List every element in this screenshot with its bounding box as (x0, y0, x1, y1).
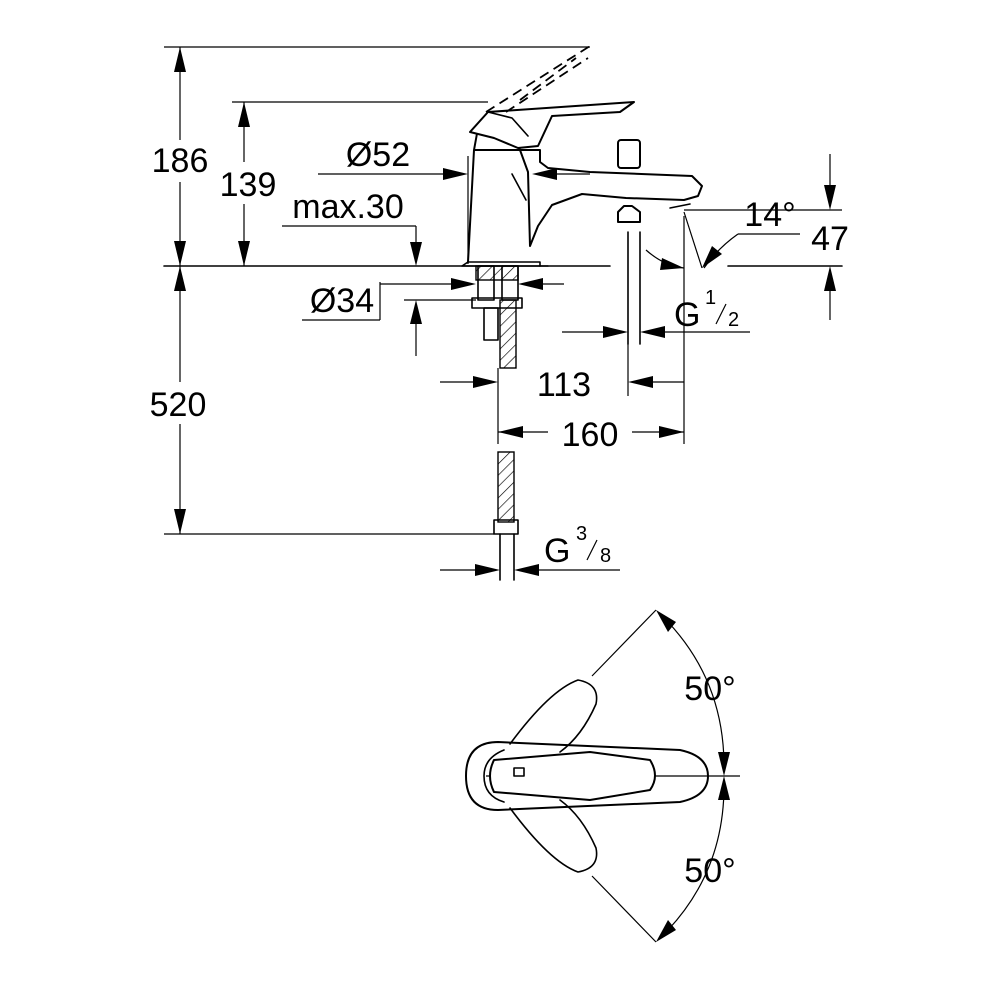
label-g38-main: G (544, 532, 570, 570)
label-g38-den: 8 (600, 545, 611, 567)
label-g12-num: 1 (705, 287, 716, 309)
swing-ray-upper (591, 609, 657, 677)
label-113: 113 (537, 366, 591, 404)
side-view: 186 139 Ø52 max.30 Ø34 (150, 45, 849, 581)
body-base (467, 261, 541, 267)
top-handle (489, 751, 656, 801)
label-139: 139 (220, 166, 277, 204)
supply-pipe-left (483, 307, 499, 341)
shank-left (477, 265, 495, 301)
top-handle-mark (513, 767, 525, 777)
label-47: 47 (811, 220, 849, 258)
label-g38-num: 3 (576, 523, 587, 545)
diverter-knob (617, 139, 641, 169)
arrow-d52-left (443, 168, 468, 180)
label-g12-main: G (674, 296, 700, 334)
swing-ray-lower (591, 875, 657, 943)
label-186: 186 (152, 142, 209, 180)
angle-ray-14 (683, 211, 703, 269)
arrow-47-bottom (824, 266, 836, 291)
arrow-g12-right (640, 326, 665, 338)
arrow-113-right (628, 376, 653, 388)
arrow-186-bottom (174, 241, 186, 266)
arrow-max30-top (410, 242, 422, 266)
label-160: 160 (562, 416, 619, 454)
top-handle-swung-upper (509, 679, 598, 753)
lever-contour (487, 111, 529, 137)
arrow-14-right (702, 246, 722, 268)
arrow-swing-upper-b (718, 752, 730, 776)
label-max30: max.30 (292, 188, 404, 226)
label-g38-slash (586, 539, 598, 561)
arrow-14-left (660, 258, 684, 270)
label-520: 520 (150, 386, 207, 424)
arrow-d52-right (532, 168, 557, 180)
top-body-inner (483, 749, 505, 803)
arrow-g38-left (475, 564, 500, 576)
label-d34: Ø34 (310, 282, 374, 320)
arrow-47-top (824, 185, 836, 210)
arrow-139-bottom (238, 241, 250, 266)
arrow-g12-left (603, 326, 628, 338)
arrow-swing-lower-b (656, 920, 676, 942)
arrow-swing-upper-a (656, 610, 676, 632)
arrow-g38-right (514, 564, 539, 576)
arrow-d34-left (451, 278, 476, 290)
hose-nut (493, 519, 519, 535)
top-view: 50° 50° (465, 609, 740, 943)
label-d52: Ø52 (346, 136, 410, 174)
top-handle-swung-lower (509, 799, 598, 873)
arrow-139-top (238, 102, 250, 127)
label-g12-slash (715, 303, 727, 325)
faucet-body (467, 127, 703, 263)
arrow-520-top (174, 266, 186, 291)
lever-raised-position (485, 45, 591, 113)
spout-tip (669, 203, 691, 209)
swing-arc-upper (667, 621, 725, 767)
arrow-160-left (498, 426, 523, 438)
flex-hose-lower (497, 451, 515, 523)
label-swing-lower: 50° (684, 852, 735, 890)
label-swing-upper: 50° (684, 670, 735, 708)
lever-handle (469, 101, 635, 149)
fixing-nut (475, 265, 519, 281)
arrow-swing-lower-a (718, 776, 730, 800)
arrow-max30-bottom (410, 300, 422, 324)
label-14: 14° (744, 196, 795, 234)
arrow-d34-right (518, 278, 543, 290)
swing-arc-lower (667, 785, 725, 931)
arrow-520-bottom (174, 509, 186, 534)
arrow-113-left (473, 376, 498, 388)
flex-hose-upper (499, 299, 517, 369)
label-g12-den: 2 (728, 309, 739, 331)
shower-outlet (617, 205, 641, 223)
body-contour (511, 173, 527, 201)
body-foot (461, 261, 549, 267)
arrow-160-right (659, 426, 684, 438)
arrow-186-top (174, 47, 186, 72)
